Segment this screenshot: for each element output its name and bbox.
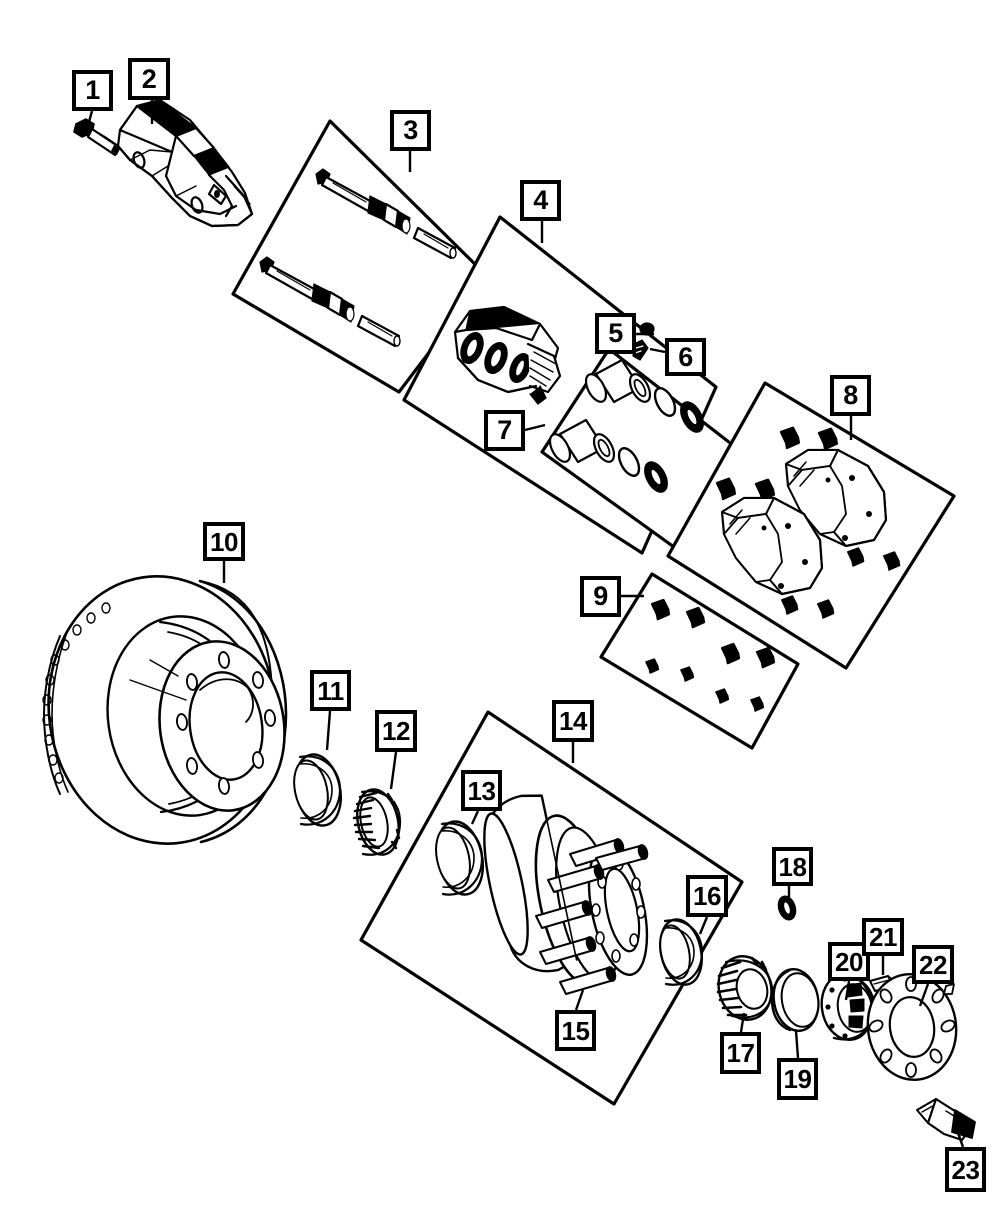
part-caliper-anchor-bracket	[116, 98, 254, 228]
callout-6[interactable]: 6	[665, 338, 706, 376]
part-wheel-stud	[535, 838, 649, 995]
callout-leader-lines	[84, 100, 965, 1148]
group-box-9	[599, 572, 800, 750]
part-spindle-washer	[770, 968, 820, 1032]
callout-label: 9	[593, 581, 608, 611]
callout-9[interactable]: 9	[580, 576, 621, 617]
part-caliper-housing	[453, 305, 562, 405]
callout-label: 18	[778, 851, 807, 882]
callout-label: 17	[726, 1038, 755, 1068]
part-brake-rotor	[42, 575, 288, 845]
callout-14[interactable]: 14	[552, 700, 594, 742]
group-box-3	[231, 119, 489, 394]
callout-20[interactable]: 20	[828, 942, 870, 981]
callout-1[interactable]: 1	[72, 70, 113, 111]
part-inner-bearing-cone	[716, 955, 774, 1021]
callout-23[interactable]: 23	[945, 1147, 986, 1192]
callout-label: 16	[693, 881, 721, 911]
callout-label: 5	[608, 318, 623, 348]
callout-label: 10	[210, 526, 238, 557]
part-outer-bearing-cup	[293, 753, 342, 827]
callout-label: 8	[843, 380, 858, 410]
callout-label: 2	[141, 63, 157, 94]
callout-19[interactable]: 19	[777, 1058, 818, 1100]
callout-4[interactable]: 4	[520, 180, 561, 221]
callout-label: 13	[467, 775, 496, 806]
callout-label: 6	[678, 341, 693, 372]
callout-label: 23	[951, 1154, 980, 1185]
callout-label: 3	[403, 115, 418, 145]
part-o-ring-seal	[777, 895, 797, 921]
part-hub-lock-plate	[866, 972, 958, 1082]
callout-10[interactable]: 10	[203, 522, 245, 561]
group-box-8	[666, 381, 956, 670]
callout-label: 19	[783, 1064, 812, 1094]
callout-13[interactable]: 13	[461, 770, 502, 811]
callout-11[interactable]: 11	[310, 670, 351, 711]
part-wheel-hub-assembly	[483, 794, 649, 995]
part-lock-plate-bolt	[916, 1097, 976, 1142]
callout-7[interactable]: 7	[484, 410, 525, 451]
callout-label: 22	[919, 949, 947, 980]
callout-17[interactable]: 17	[720, 1032, 761, 1074]
callout-label: 12	[382, 716, 410, 746]
callout-21[interactable]: 21	[862, 918, 904, 956]
callout-label: 21	[869, 922, 897, 952]
callout-label: 4	[533, 185, 548, 215]
callout-8[interactable]: 8	[830, 375, 871, 416]
part-caliper-mounting-bolt	[73, 118, 121, 157]
callout-label: 11	[317, 675, 344, 706]
callout-label: 20	[835, 946, 863, 977]
callout-2[interactable]: 2	[128, 58, 170, 100]
callout-5[interactable]: 5	[595, 313, 636, 354]
part-outer-bearing-cone	[352, 788, 402, 856]
callout-label: 1	[85, 75, 100, 105]
callout-3[interactable]: 3	[390, 110, 431, 151]
callout-22[interactable]: 22	[912, 945, 954, 984]
callout-label: 7	[497, 415, 512, 445]
callout-label: 15	[561, 1015, 590, 1046]
part-inner-bearing-cup	[659, 918, 704, 986]
part-hub-bearing-cup	[435, 820, 485, 896]
callout-15[interactable]: 15	[555, 1010, 596, 1051]
callout-label: 14	[559, 706, 587, 736]
callout-18[interactable]: 18	[772, 847, 813, 886]
callout-12[interactable]: 12	[375, 710, 417, 752]
part-bleeder-screw	[632, 322, 655, 361]
callout-16[interactable]: 16	[686, 875, 728, 917]
